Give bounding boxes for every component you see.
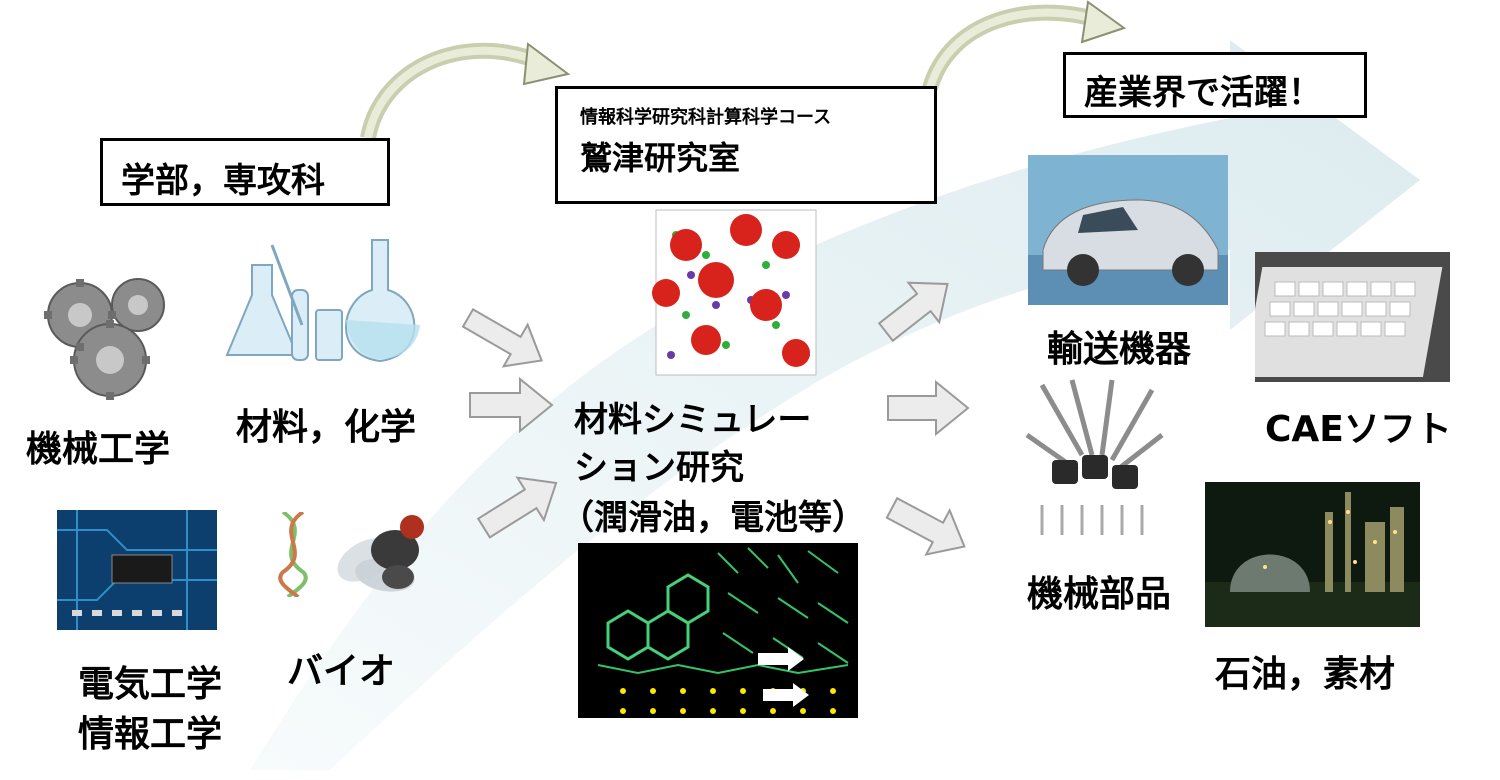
circuit-board-image xyxy=(57,510,217,630)
mechanical-label: 機械工学 xyxy=(26,429,171,470)
lab-flasks-icon xyxy=(225,239,420,363)
car-image xyxy=(1028,155,1228,305)
faculty-label: 学部，専攻科 xyxy=(121,161,325,201)
block-arrow-2 xyxy=(469,376,554,434)
industry-box: 産業界で活躍！ xyxy=(1063,52,1367,118)
block-arrow-3 xyxy=(476,476,558,539)
electrical-label-2: 情報工学 xyxy=(78,714,223,755)
lab-box: 情報科学研究科計算科学コース 鷲津研究室 xyxy=(555,86,937,204)
particle-simulation-image xyxy=(652,209,817,376)
research-label-1: 材料シミュレー xyxy=(574,400,812,440)
transport-label: 輸送機器 xyxy=(1047,329,1192,370)
fly-icon xyxy=(337,515,424,592)
research-label-2: ション研究 xyxy=(574,448,744,488)
machine-parts-label: 機械部品 xyxy=(1027,574,1172,615)
faculty-box: 学部，専攻科 xyxy=(100,138,390,206)
petroleum-label: 石油，素材 xyxy=(1215,654,1396,695)
materials-label: 材料，化学 xyxy=(236,407,417,448)
molecule-simulation-image xyxy=(578,543,858,718)
industry-label: 産業界で活躍！ xyxy=(1084,73,1322,113)
curve-arrow-faculty-to-lab xyxy=(360,42,543,140)
cae-label: CAEソフト xyxy=(1265,409,1452,450)
lab-course-label: 情報科学研究科計算科学コース xyxy=(580,107,832,128)
keyboard-image xyxy=(1255,252,1450,382)
lab-name-label: 鷲津研究室 xyxy=(580,139,741,177)
block-arrow-5 xyxy=(887,379,970,437)
block-arrow-6 xyxy=(885,496,966,556)
refinery-image xyxy=(1205,482,1420,627)
dna-icon xyxy=(278,512,308,597)
machine-parts-image xyxy=(1022,375,1167,550)
electrical-label-1: 電気工学 xyxy=(78,664,223,705)
block-arrow-1 xyxy=(461,307,543,368)
research-label-3: （潤滑油，電池等） xyxy=(560,498,866,538)
bio-label: バイオ xyxy=(287,651,396,692)
block-arrow-4 xyxy=(877,281,949,343)
gears-icon xyxy=(44,278,165,400)
